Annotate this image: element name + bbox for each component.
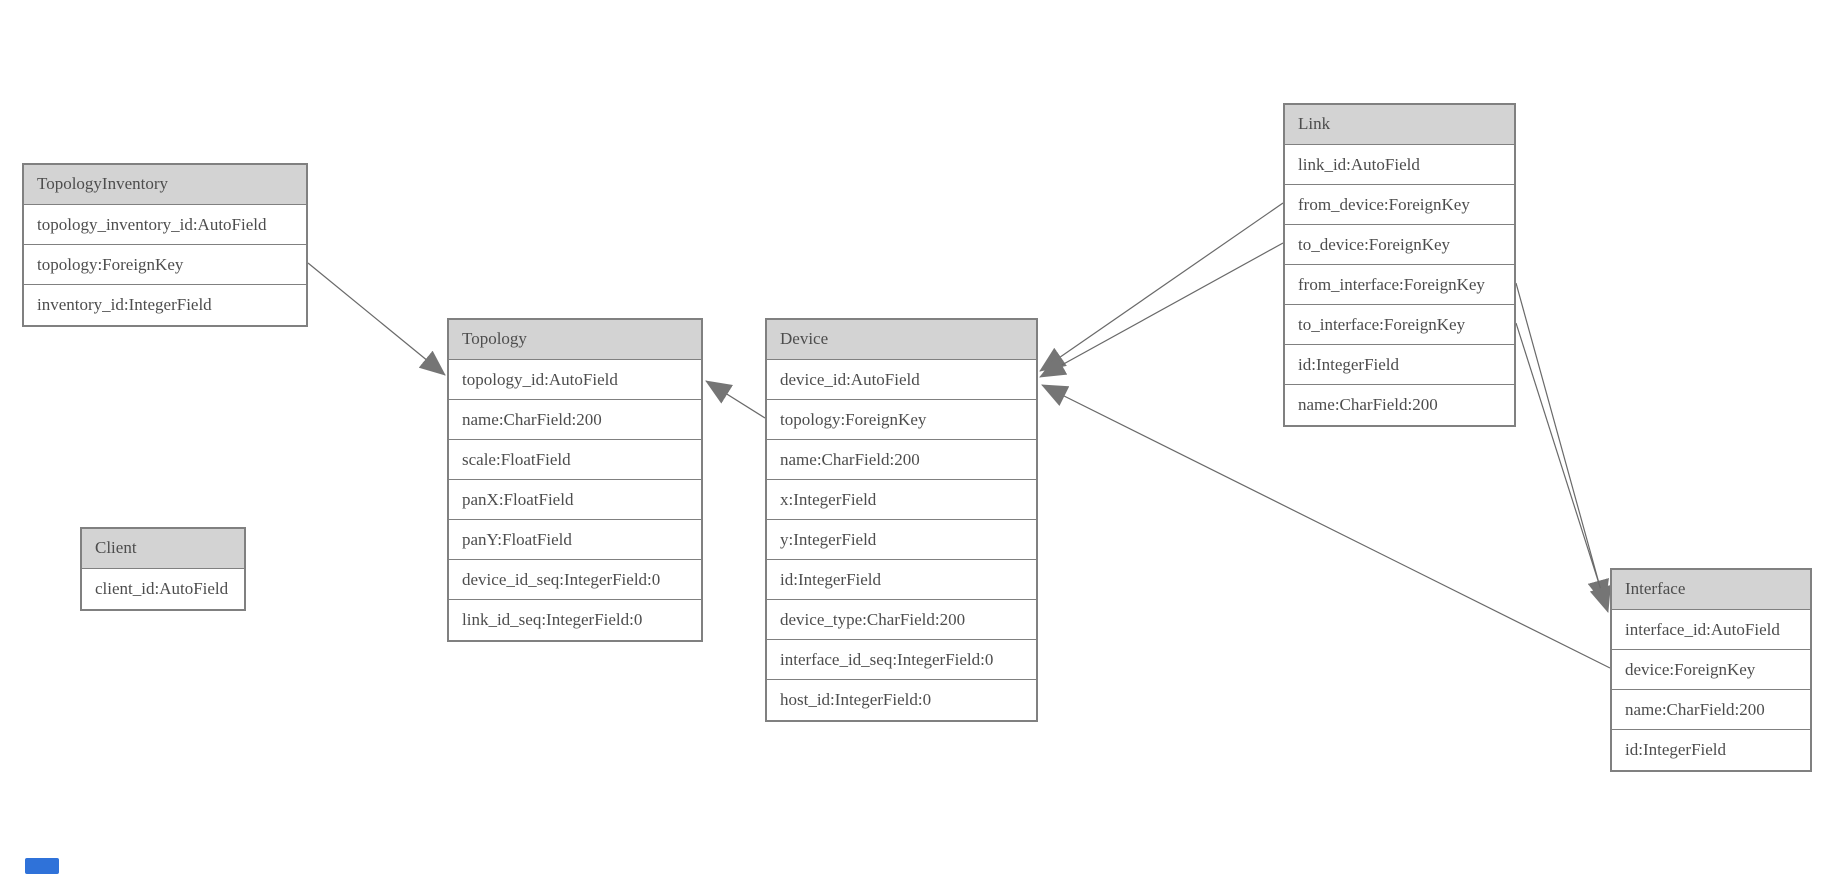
entity-title: Client — [82, 529, 244, 569]
field-row: link_id_seq:IntegerField:0 — [449, 600, 701, 640]
field-row: topology:ForeignKey — [767, 400, 1036, 440]
field-row: device_type:CharField:200 — [767, 600, 1036, 640]
field-row: link_id:AutoField — [1285, 145, 1514, 185]
field-row: to_interface:ForeignKey — [1285, 305, 1514, 345]
field-row: device_id_seq:IntegerField:0 — [449, 560, 701, 600]
entity-title: TopologyInventory — [24, 165, 306, 205]
entity-title: Topology — [449, 320, 701, 360]
field-row: y:IntegerField — [767, 520, 1036, 560]
field-row: name:CharField:200 — [449, 400, 701, 440]
field-row: name:CharField:200 — [1612, 690, 1810, 730]
field-row: topology_inventory_id:AutoField — [24, 205, 306, 245]
edge-device-topology — [705, 380, 766, 419]
edge-link-from-interface — [1515, 282, 1609, 606]
entity-title: Interface — [1612, 570, 1810, 610]
bottom-left-blue-artifact — [25, 858, 59, 874]
field-row: id:IntegerField — [767, 560, 1036, 600]
field-row: topology_id:AutoField — [449, 360, 701, 400]
field-row: device:ForeignKey — [1612, 650, 1810, 690]
edge-link-to-device — [1039, 242, 1284, 378]
entity-title: Link — [1285, 105, 1514, 145]
field-row: panX:FloatField — [449, 480, 701, 520]
field-row: name:CharField:200 — [1285, 385, 1514, 425]
field-row: client_id:AutoField — [82, 569, 244, 609]
field-row: scale:FloatField — [449, 440, 701, 480]
field-row: id:IntegerField — [1612, 730, 1810, 770]
entity-title: Device — [767, 320, 1036, 360]
field-row: device_id:AutoField — [767, 360, 1036, 400]
edge-interface-device — [1041, 384, 1611, 669]
field-row: from_device:ForeignKey — [1285, 185, 1514, 225]
field-row: host_id:IntegerField:0 — [767, 680, 1036, 720]
field-row: topology:ForeignKey — [24, 245, 306, 285]
edge-link-from-device — [1039, 202, 1284, 372]
field-row: id:IntegerField — [1285, 345, 1514, 385]
field-row: from_interface:ForeignKey — [1285, 265, 1514, 305]
field-row: name:CharField:200 — [767, 440, 1036, 480]
field-row: panY:FloatField — [449, 520, 701, 560]
field-row: interface_id_seq:IntegerField:0 — [767, 640, 1036, 680]
field-row: x:IntegerField — [767, 480, 1036, 520]
edge-topologyinventory-topology — [307, 262, 446, 376]
field-row: inventory_id:IntegerField — [24, 285, 306, 325]
edge-link-to-interface — [1515, 322, 1611, 613]
field-row: interface_id:AutoField — [1612, 610, 1810, 650]
field-row: to_device:ForeignKey — [1285, 225, 1514, 265]
